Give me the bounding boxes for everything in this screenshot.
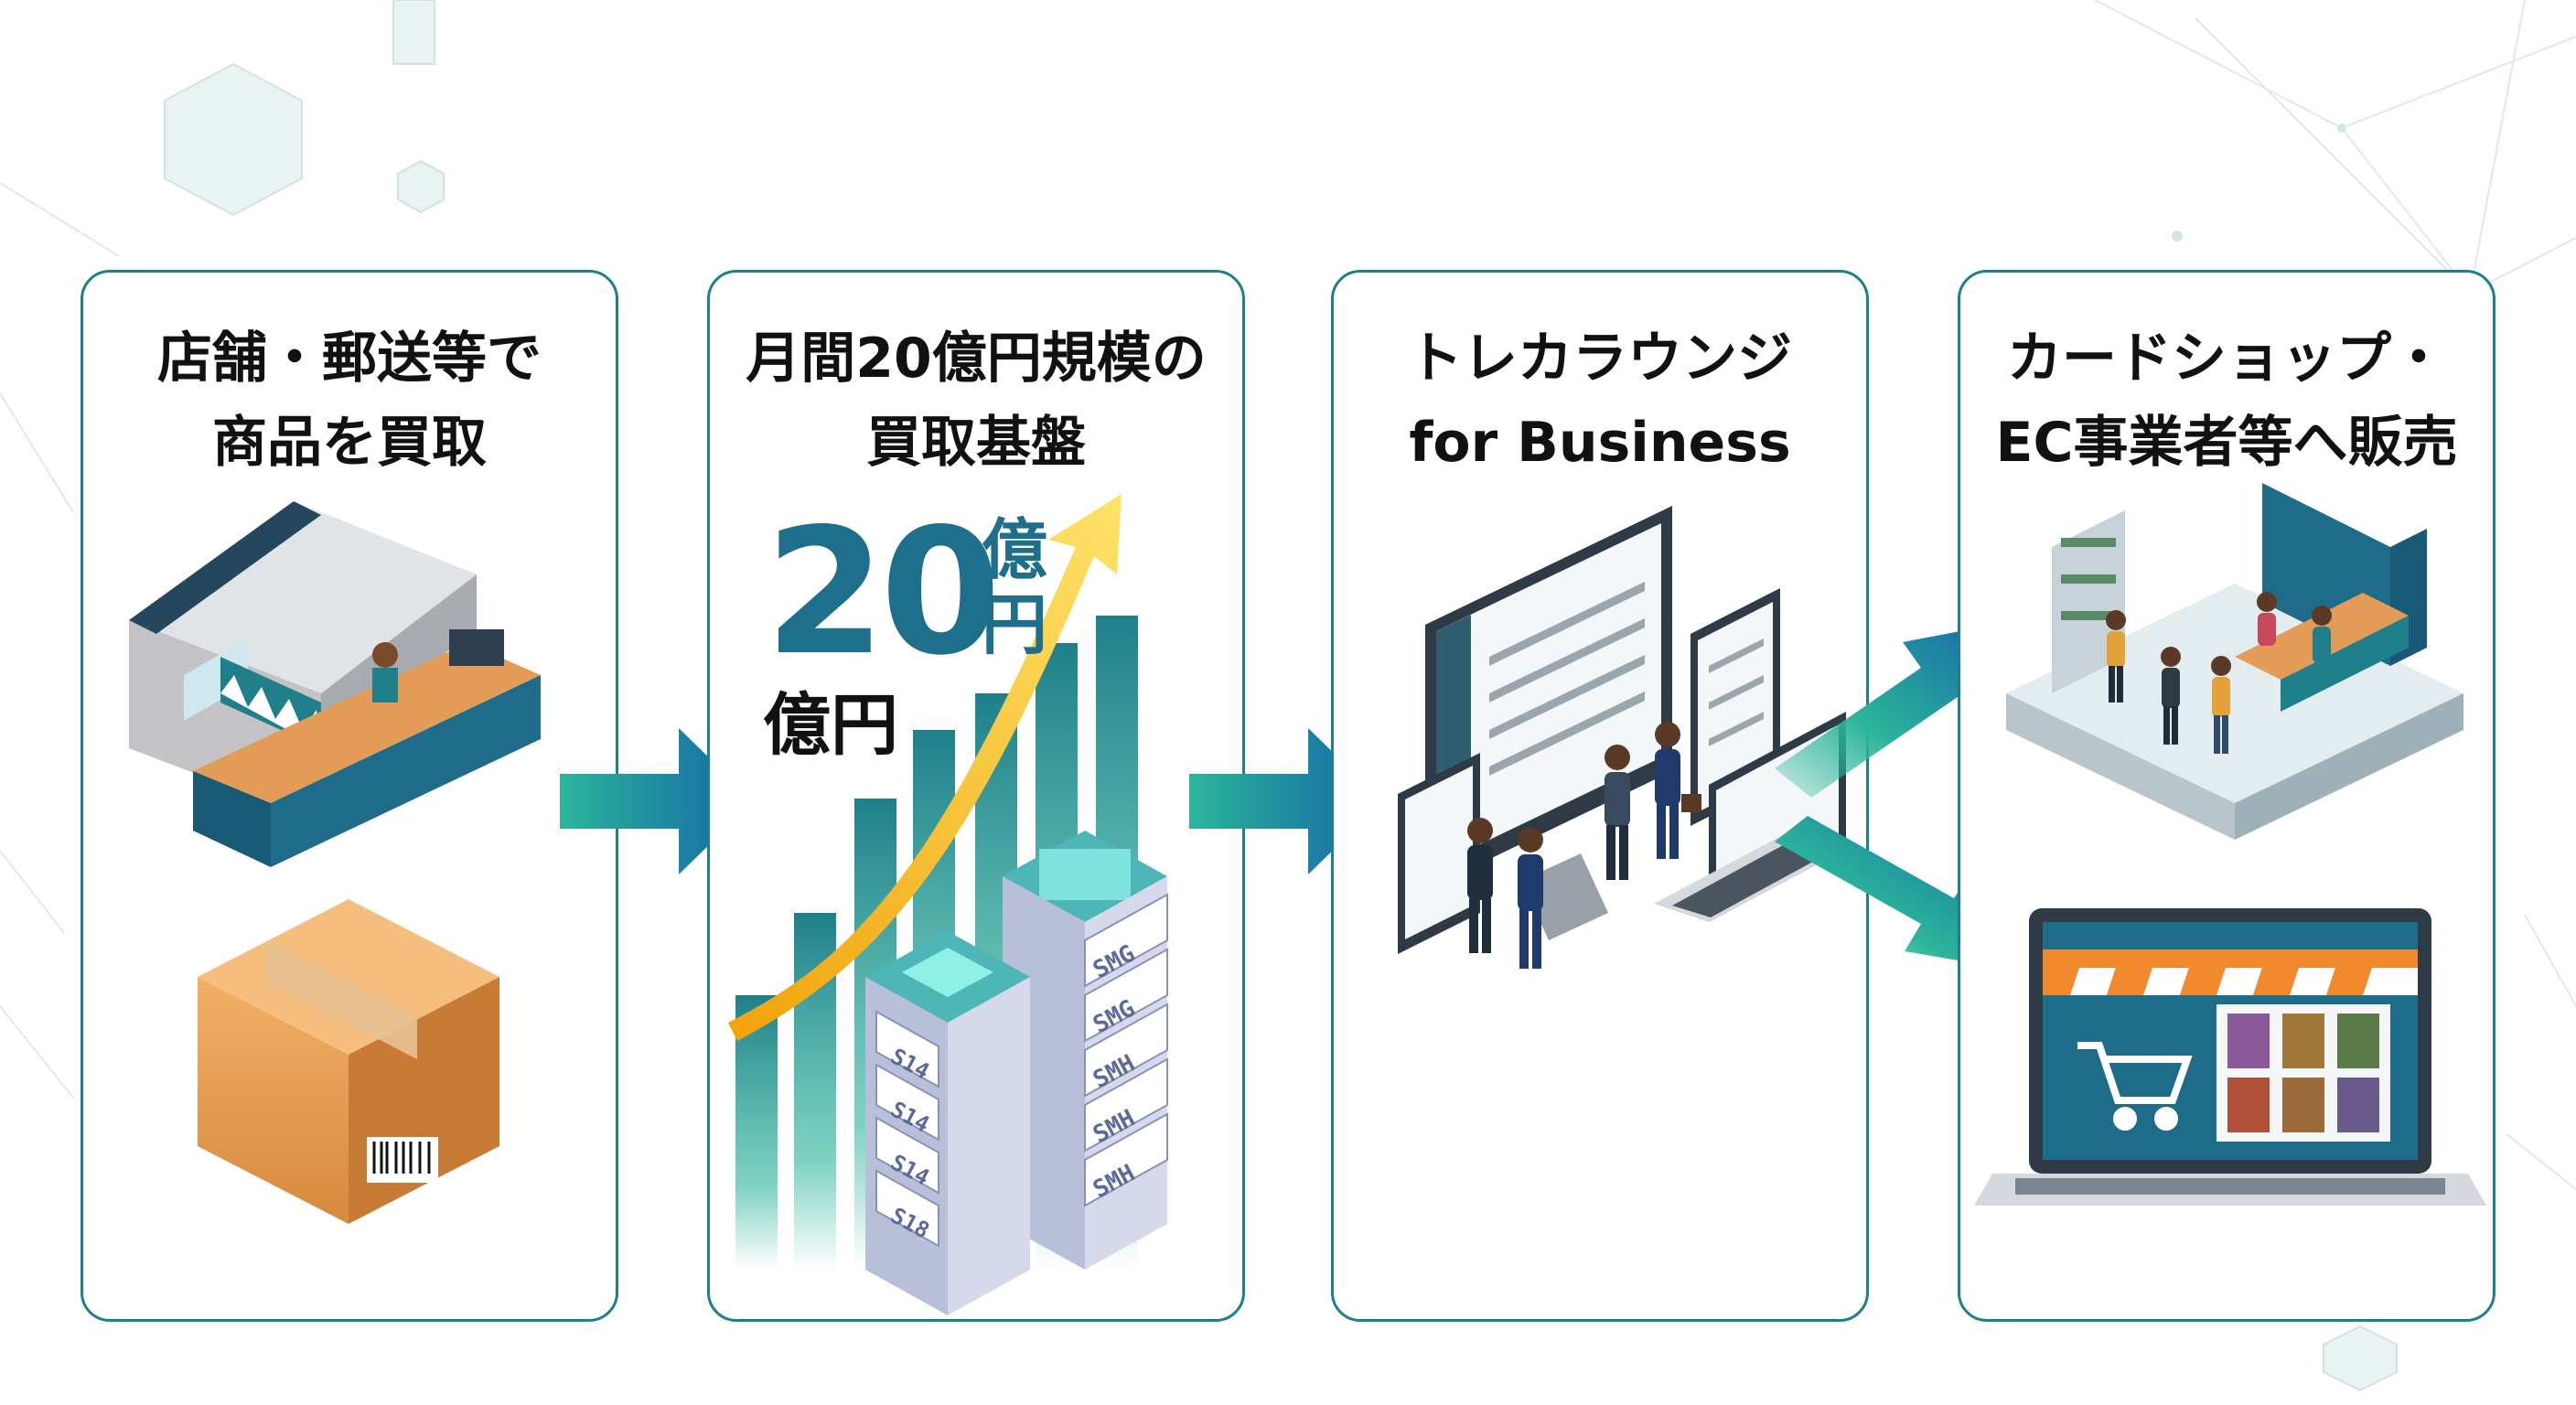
panel-title-line: カードショップ・	[2007, 327, 2446, 391]
step-panel-trecalounge: トレカラウンジ for Business	[1331, 270, 1869, 1322]
panel-title-line: 月間20億円規模の	[746, 327, 1207, 391]
panel-illustration	[1398, 506, 1846, 969]
big-number: 20	[765, 491, 1001, 693]
store-icon	[129, 501, 541, 867]
panel-illustration	[1974, 483, 2486, 1206]
flow-arrow-icon	[1775, 622, 2012, 970]
panel-title-line: EC事業者等へ販売	[1995, 411, 2458, 475]
panel-title-line: 店舗・郵送等で	[157, 327, 542, 391]
business-people-icon	[1467, 722, 1701, 969]
panel-illustration: SMG SMG SMH SMH SMH S14 S14 S14	[728, 494, 1168, 1315]
big-unit-char: 円	[981, 586, 1047, 663]
panel-title-line: for Business	[1409, 411, 1791, 475]
flow-arrow-icon	[560, 728, 754, 874]
card-shop-icon	[2006, 483, 2463, 840]
big-unit-char: 億	[981, 511, 1047, 588]
panel-title-line: 買取基盤	[866, 411, 1086, 475]
desktop-monitor-icon	[1425, 506, 1672, 940]
panel-title-line: トレカラウンジ	[1408, 327, 1792, 391]
shopping-cart-icon	[2077, 1042, 2193, 1131]
panel-illustration	[129, 501, 541, 1224]
small-unit-label: 億円	[763, 686, 898, 765]
panel-title: 店舗・郵送等で 商品を買取	[83, 316, 616, 485]
panel-title: 月間20億円規模の 買取基盤	[710, 316, 1242, 485]
server-rack-icon: S14 S14 S14 S18	[865, 931, 1030, 1315]
panel-title-line: 商品を買取	[212, 411, 487, 475]
step-panel-sales: カードショップ・ EC事業者等へ販売	[1958, 270, 2496, 1322]
step-panel-purchase-platform: 月間20億円規模の 買取基盤	[707, 270, 1245, 1322]
panel-title: カードショップ・ EC事業者等へ販売	[1960, 316, 2493, 485]
big-unit-vertical: 億 円	[975, 512, 1054, 662]
cardboard-box-icon	[198, 899, 499, 1224]
laptop-icon	[1974, 908, 2486, 1206]
panel-title: トレカラウンジ for Business	[1334, 316, 1866, 485]
tablet-icon	[1398, 753, 1480, 954]
step-panel-purchase: 店舗・郵送等で 商品を買取	[80, 270, 618, 1322]
growth-arrow-icon	[728, 494, 1122, 1041]
